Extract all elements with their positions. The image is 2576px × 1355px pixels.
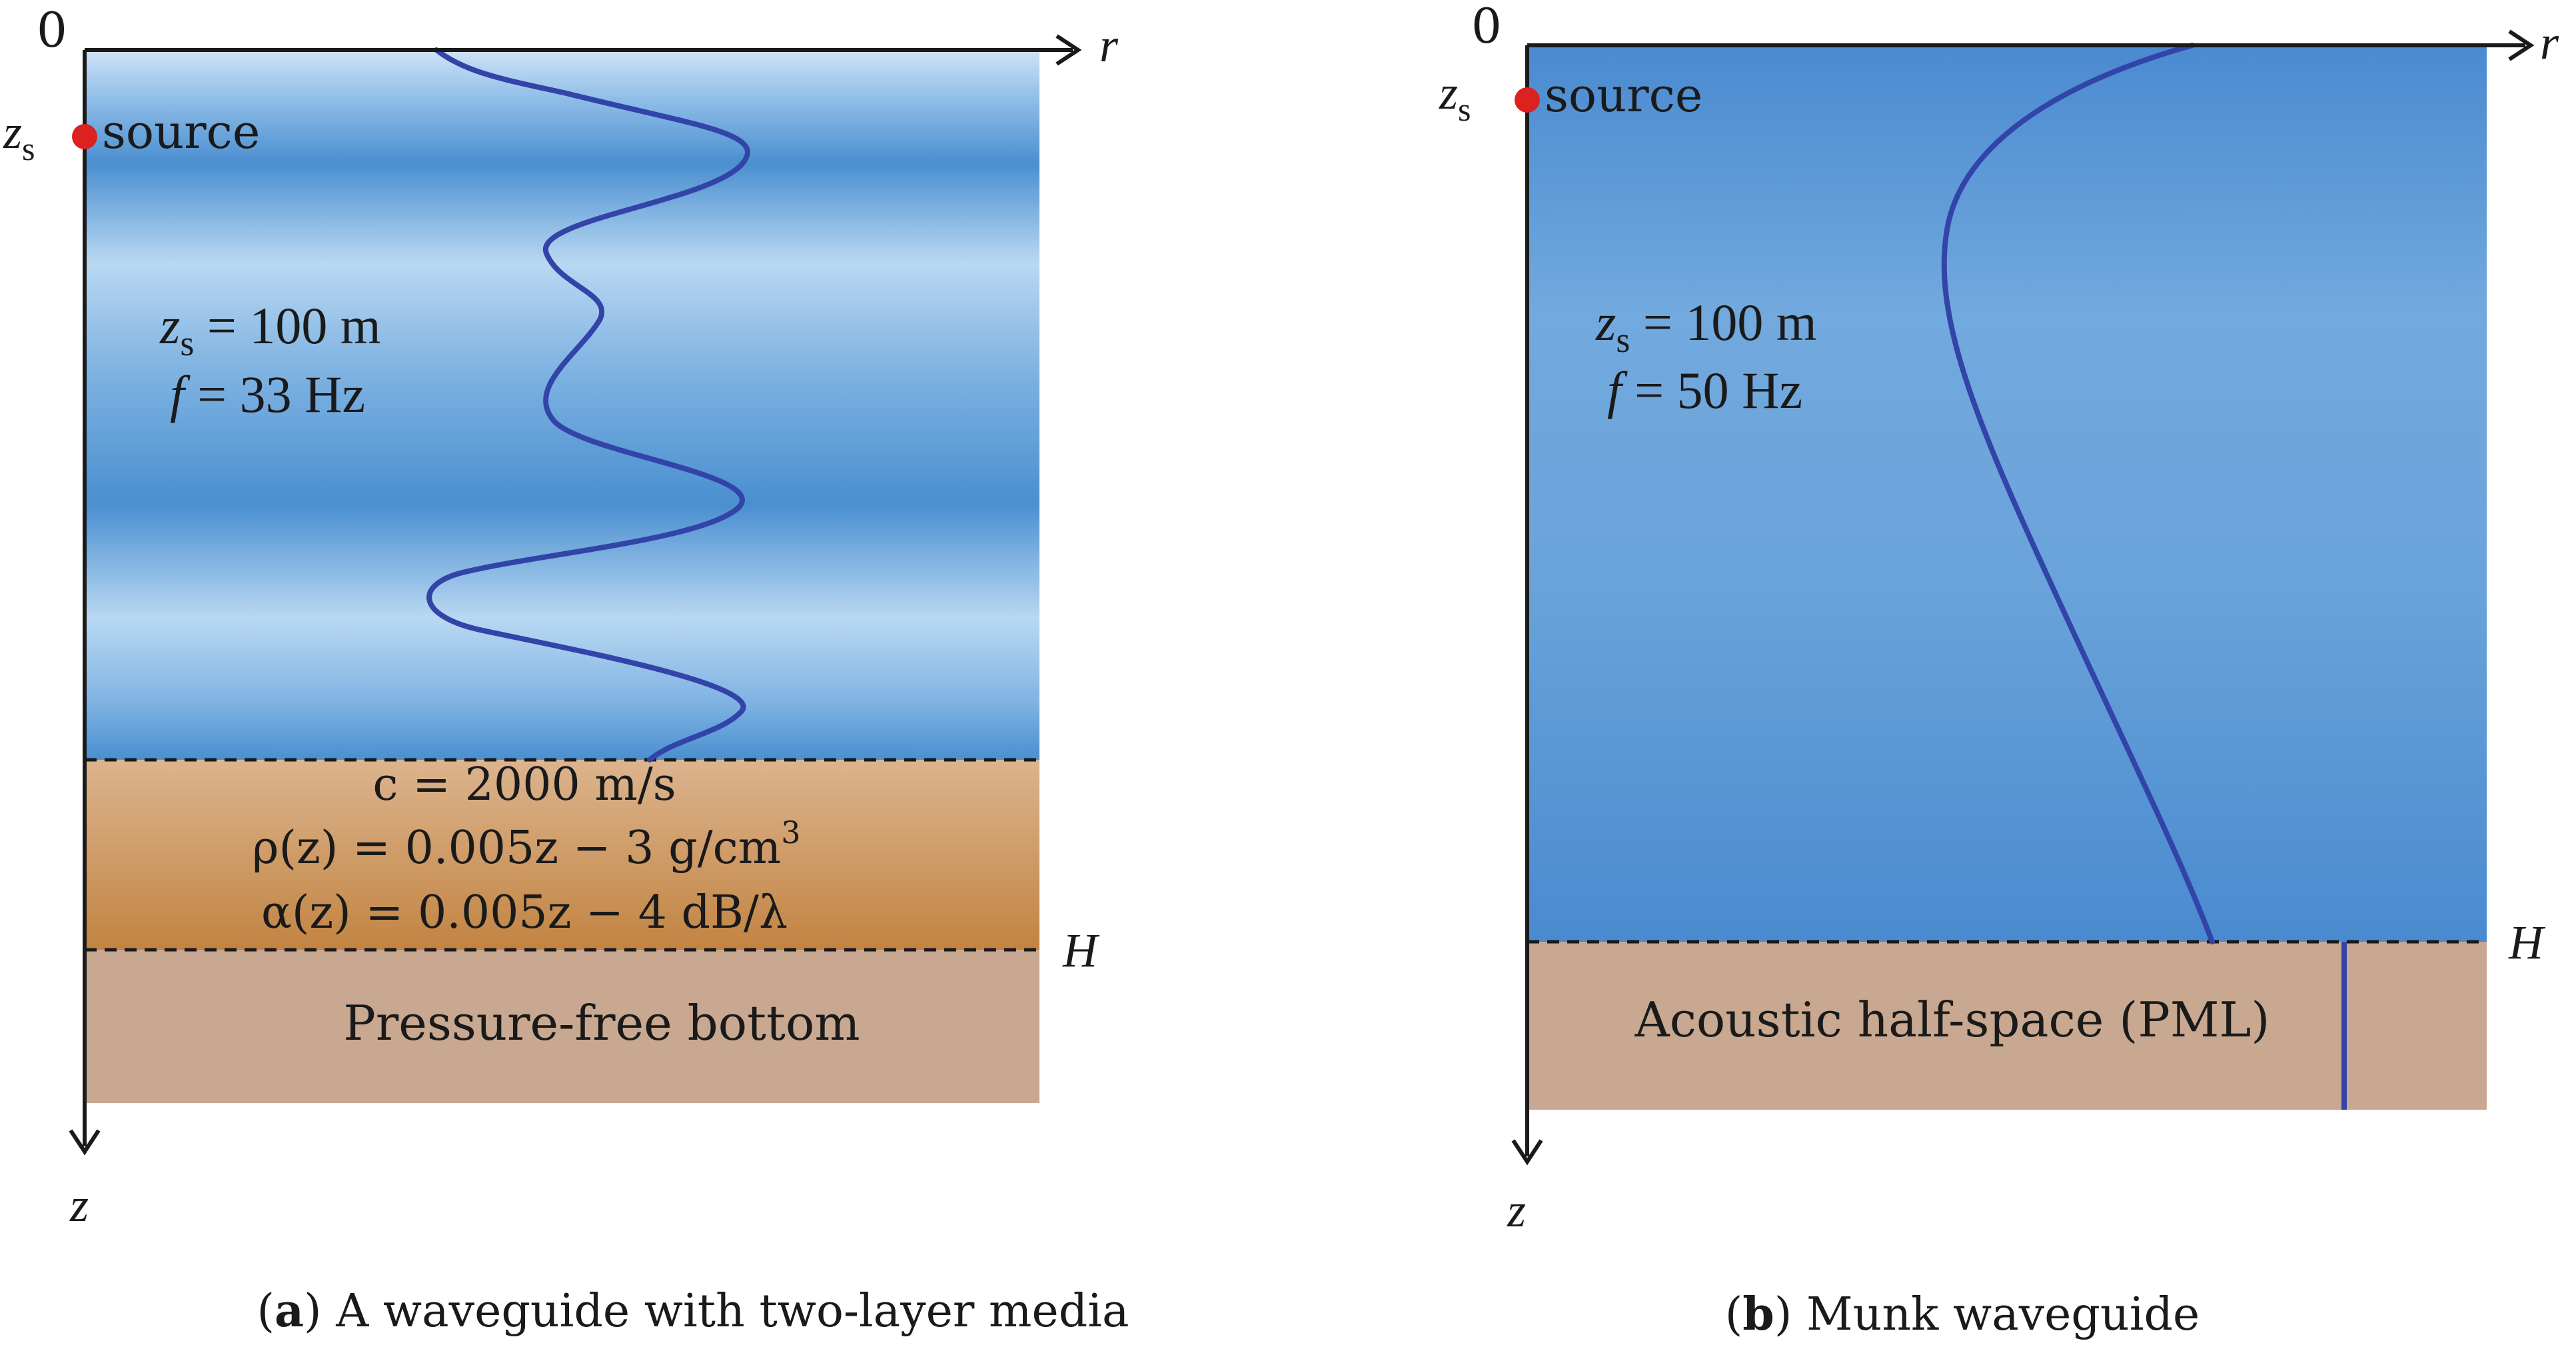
caption-b: (b) Munk waveguide — [1725, 1288, 2200, 1341]
pressure-free-bottom-a — [85, 950, 1039, 1103]
origin-label-b: 0 — [1471, 0, 1502, 54]
sediment-layer-a — [85, 760, 1039, 950]
param-f-b: f = 50 Hz — [1607, 361, 1802, 419]
bottom-label-a: Pressure-free bottom — [343, 995, 860, 1051]
param-zs-b: zs = 100 m — [1595, 293, 1817, 360]
source-label-b: source — [1545, 68, 1702, 123]
z-axis-arrowhead-b — [1511, 1139, 1543, 1166]
bottom-label-b: Acoustic half-space (PML) — [1634, 992, 2270, 1048]
source-label-a: source — [102, 105, 260, 159]
param-f-a: f = 33 Hz — [170, 365, 365, 423]
sediment-density-a: ρ(z) = 0.005z − 3 g/cm3 — [253, 814, 801, 874]
origin-label-a: 0 — [37, 2, 67, 58]
r-axis-label-a: r — [1099, 19, 1119, 72]
z-axis-label-a: z — [69, 1178, 89, 1232]
water-layer-a — [85, 50, 1039, 760]
r-axis-arrowhead-a — [1055, 34, 1082, 66]
r-axis-arrowhead-b — [2508, 29, 2535, 61]
zs-label-a: zs — [3, 105, 35, 167]
mode-curve-b — [1941, 43, 2215, 944]
water-layer-b — [1527, 45, 2487, 942]
z-axis-label-b: z — [1507, 1184, 1526, 1237]
z-axis-arrowhead-a — [69, 1129, 101, 1156]
sediment-attenuation-a: α(z) = 0.005z − 4 dB/λ — [261, 886, 788, 939]
acoustic-half-space-b — [1527, 942, 2487, 1110]
zs-label-b: zs — [1439, 66, 1471, 128]
r-axis-label-b: r — [2540, 16, 2559, 69]
H-label-b: H — [2508, 916, 2546, 969]
caption-a: (a) A waveguide with two-layer media — [257, 1284, 1129, 1338]
panel-b: 0 r z zs source zs = 100 m f = 50 Hz H A… — [1439, 0, 2559, 1341]
param-zs-a: zs = 100 m — [159, 297, 381, 363]
panel-a: 0 r z zs source zs = 100 m f = 33 Hz c =… — [3, 2, 1129, 1338]
mode-curve-a — [426, 47, 750, 762]
source-dot-b — [1515, 87, 1540, 113]
source-dot-a — [72, 124, 97, 149]
sediment-sound-speed-a: c = 2000 m/s — [372, 758, 676, 811]
H-label-a: H — [1062, 924, 1100, 977]
